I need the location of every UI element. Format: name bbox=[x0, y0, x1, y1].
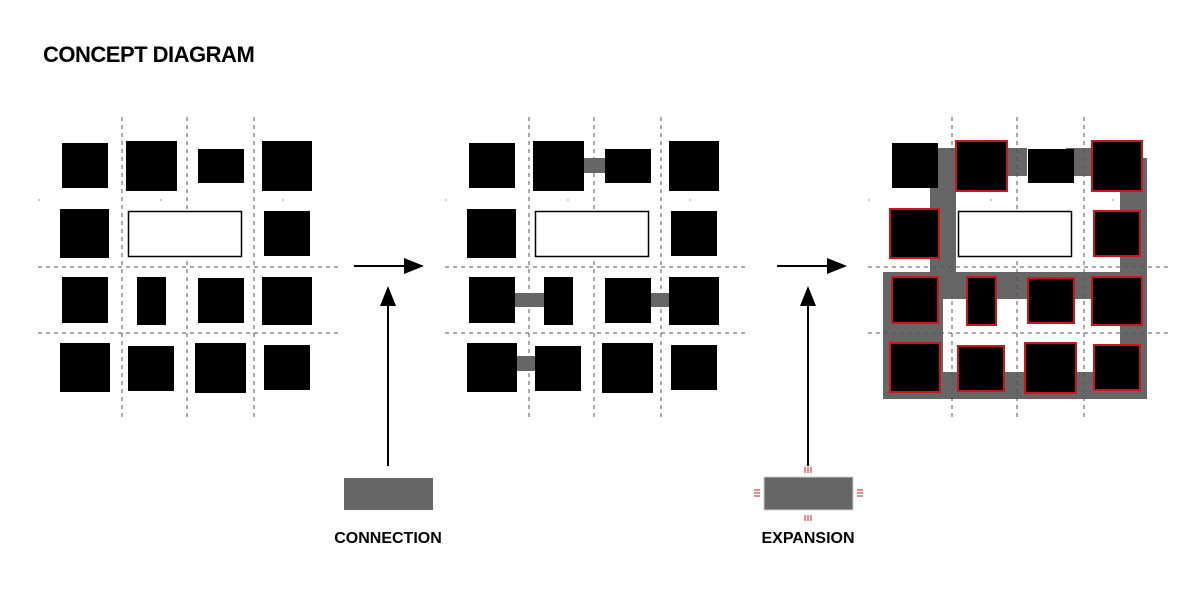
building-block bbox=[669, 277, 719, 325]
courtyard-void bbox=[127, 210, 243, 258]
building-block bbox=[137, 277, 166, 325]
stage-connection bbox=[445, 117, 745, 417]
stage-existing bbox=[38, 117, 338, 417]
expansion-swatch bbox=[763, 476, 854, 511]
connector-bar bbox=[515, 293, 544, 307]
building-block bbox=[198, 149, 244, 183]
building-block bbox=[533, 141, 584, 191]
connection-swatch bbox=[344, 478, 433, 510]
building-block bbox=[262, 277, 312, 325]
building-block bbox=[264, 211, 310, 256]
courtyard-void bbox=[534, 210, 650, 258]
page-title: CONCEPT DIAGRAM bbox=[43, 42, 255, 67]
building-block bbox=[1093, 344, 1141, 391]
courtyard-void bbox=[957, 210, 1073, 258]
building-block bbox=[669, 141, 719, 191]
building-block bbox=[891, 276, 939, 324]
building-block bbox=[1027, 277, 1075, 324]
building-block bbox=[264, 345, 310, 390]
building-block bbox=[469, 277, 515, 323]
stage-expansion bbox=[868, 117, 1168, 417]
building-block bbox=[128, 346, 174, 391]
building-block bbox=[966, 276, 997, 326]
building-block bbox=[195, 343, 246, 393]
connector-bar bbox=[584, 158, 605, 173]
building-block bbox=[262, 141, 312, 191]
connection-label: CONNECTION bbox=[334, 530, 442, 547]
building-block bbox=[544, 277, 573, 325]
building-block bbox=[1091, 276, 1143, 326]
building-block bbox=[469, 143, 515, 188]
building-block bbox=[892, 143, 938, 188]
building-block bbox=[126, 141, 177, 191]
connector-bar bbox=[650, 293, 670, 307]
building-block bbox=[605, 149, 651, 183]
building-block bbox=[889, 342, 941, 393]
building-block bbox=[889, 208, 940, 259]
expansion-label: EXPANSION bbox=[761, 530, 855, 547]
building-block bbox=[60, 209, 109, 258]
building-block bbox=[467, 209, 516, 258]
building-block bbox=[1093, 210, 1141, 257]
building-block bbox=[535, 346, 581, 391]
building-block bbox=[1028, 149, 1074, 183]
building-block bbox=[602, 343, 653, 393]
building-block bbox=[1091, 140, 1143, 192]
building-block bbox=[467, 343, 517, 392]
building-block bbox=[957, 345, 1005, 392]
building-block bbox=[671, 345, 717, 390]
building-block bbox=[62, 143, 108, 188]
building-block bbox=[62, 277, 108, 323]
building-block bbox=[955, 140, 1008, 192]
building-block bbox=[60, 343, 110, 392]
building-block bbox=[671, 211, 717, 256]
building-block bbox=[605, 278, 651, 323]
building-block bbox=[1024, 342, 1077, 394]
building-block bbox=[198, 278, 244, 323]
connector-bar bbox=[517, 356, 536, 371]
